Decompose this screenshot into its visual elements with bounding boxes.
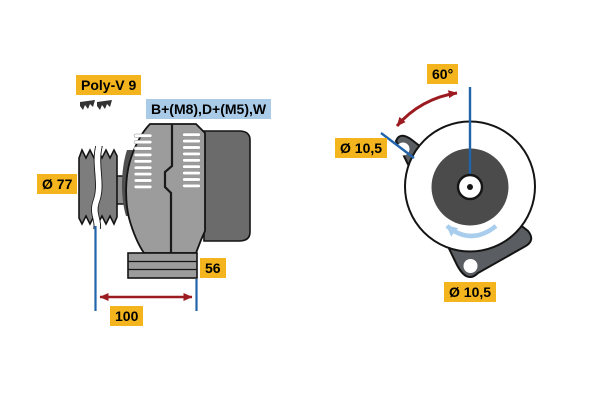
angle-60-label: 60° (427, 64, 459, 85)
pulley-break-line (91, 145, 103, 230)
rotation-direction-arrow-icon (445, 224, 498, 239)
angle-arc-60 (395, 90, 458, 127)
terminals-label: B+(M8),D+(M5),W (146, 99, 272, 120)
front-view (380, 87, 536, 279)
hole-diameter-bottom-label: Ø 10,5 (444, 282, 497, 303)
hub-center-dot (467, 184, 473, 190)
mounting-hole-bottom (463, 259, 478, 273)
poly-v-belt-profile-icon (80, 100, 112, 110)
vent-louvers-left (133, 133, 153, 189)
hole-diameter-top-label: Ø 10,5 (335, 138, 388, 159)
mounting-foot (127, 252, 198, 279)
mount-spacing-100-label: 100 (110, 306, 144, 327)
housing-joint-line (163, 124, 174, 253)
pulley-diameter-label: Ø 77 (37, 174, 78, 195)
hole-leader-line (380, 132, 415, 159)
vent-louvers-right (182, 132, 201, 188)
length-56-label: 56 (200, 258, 226, 279)
side-view (78, 100, 251, 311)
rear-housing (203, 130, 251, 242)
belt-type-label: Poly-V 9 (76, 75, 142, 96)
